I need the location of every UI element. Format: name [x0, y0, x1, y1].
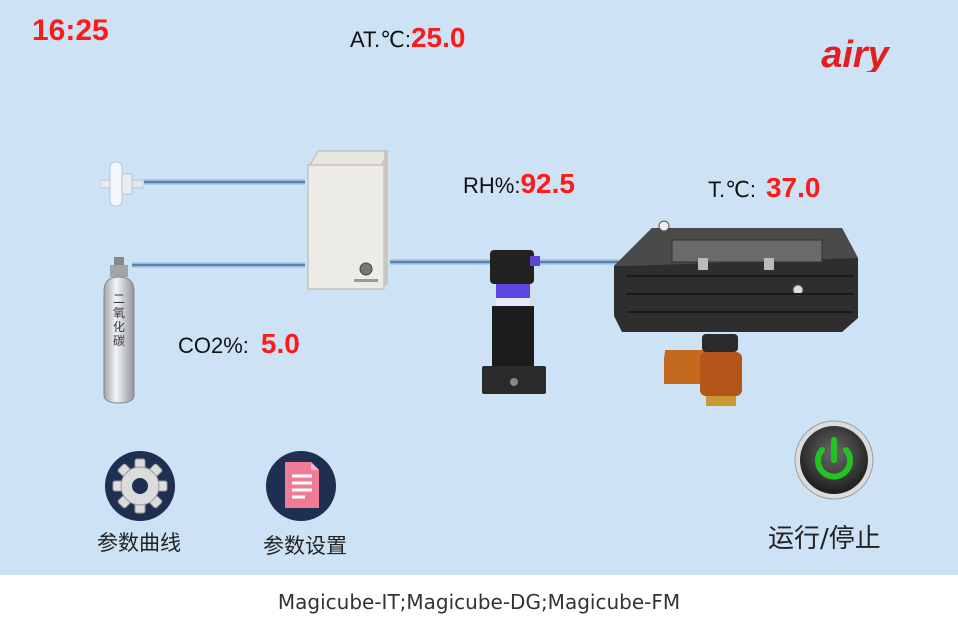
clock-time: 16:25 [32, 14, 109, 47]
curves-button-label[interactable]: 参数曲线 [97, 531, 181, 555]
settings-button[interactable] [265, 450, 337, 522]
humidifier-icon [482, 250, 546, 394]
footer-caption: Magicube-IT;Magicube-DG;Magicube-FM [0, 575, 958, 629]
humidity-value: 92.5 [520, 168, 575, 199]
humidity-readout: RH%:92.5 [463, 168, 575, 200]
co2-readout: CO2%: 5.0 [178, 328, 300, 360]
tubing-lines [132, 179, 625, 268]
temperature-value: 37.0 [765, 172, 821, 203]
curves-button[interactable] [104, 450, 176, 522]
co2-label: CO2%: [178, 333, 249, 358]
power-icon [794, 420, 874, 500]
cylinder-label: 二氧化碳 [112, 292, 125, 348]
controller-box-icon [307, 150, 389, 290]
air-filter-icon [100, 161, 144, 207]
ambient-temp-label: AT.℃: [350, 27, 411, 52]
document-icon [266, 451, 336, 521]
stage-incubator-icon [614, 220, 858, 332]
power-button-label[interactable]: 运行/停止 [768, 524, 881, 554]
humidity-label: RH%: [463, 173, 521, 198]
brand-logo: airy [821, 38, 890, 72]
temperature-readout: T.℃: 37.0 [708, 172, 820, 204]
settings-button-label[interactable]: 参数设置 [263, 534, 347, 558]
ambient-temp-value: 25.0 [410, 22, 466, 53]
temperature-label: T.℃: [708, 177, 756, 202]
brand-logo-text: airy [821, 38, 890, 72]
co2-cylinder-icon [103, 257, 135, 404]
gear-icon [105, 451, 175, 521]
objective-heater-icon [664, 334, 742, 406]
power-button[interactable] [794, 420, 874, 500]
ambient-temp-readout: AT.℃:25.0 [350, 22, 465, 54]
co2-value: 5.0 [260, 328, 300, 359]
control-screen: 二氧化碳 16:25 AT.℃: [0, 0, 958, 575]
